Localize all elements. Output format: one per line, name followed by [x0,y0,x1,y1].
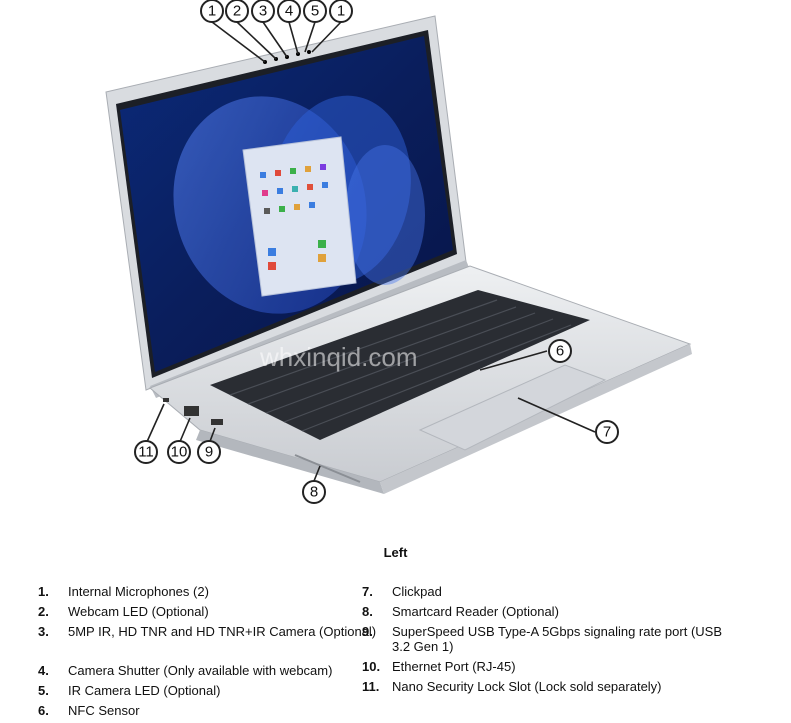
legend-number: 1. [38,584,49,599]
callout-5: 5 [303,0,327,23]
laptop-base [149,265,692,494]
svg-text:4: 4 [285,3,293,20]
svg-text:9: 9 [205,444,213,461]
callout-9: 9 [197,440,221,464]
legend-number: 3. [38,624,49,639]
legend-text: Internal Microphones (2) [68,584,209,599]
legend-item: 5. IR Camera LED (Optional) [38,683,418,698]
legend-text: Clickpad [392,584,442,599]
legend-item: 2. Webcam LED (Optional) [38,604,418,619]
legend-item: 11. Nano Security Lock Slot (Lock sold se… [362,679,742,694]
svg-text:8: 8 [310,484,318,501]
svg-text:6: 6 [556,343,564,360]
callout-8: 8 [302,480,326,504]
legend-text: Ethernet Port (RJ-45) [392,659,516,674]
callout-7: 7 [595,420,619,444]
legend-text: Webcam LED (Optional) [68,604,209,619]
start-menu-icons [260,164,328,270]
legend-item: 6. NFC Sensor [38,703,418,718]
legend-number: 6. [38,703,49,718]
callout-1a: 1 [200,0,224,23]
callout-10: 10 [167,440,191,464]
legend-item: 9. SuperSpeed USB Type-A 5Gbps signaling … [362,624,742,654]
watermark: whxinqid.com [259,342,418,372]
laptop-diagram: whxinqid.com 1 2 3 4 5 1 6 7 8 9 10 11 [105,0,692,504]
legend-left: 1. Internal Microphones (2) 2. Webcam LED … [38,584,418,723]
leader-lines [145,21,596,482]
svg-text:1: 1 [337,3,345,20]
legend-text: 5MP IR, HD TNR and HD TNR+IR Camera (Opt… [68,624,377,639]
svg-text:2: 2 [233,3,241,20]
legend-item: 8. Smartcard Reader (Optional) [362,604,742,619]
svg-text:3: 3 [259,3,267,20]
legend-text: SuperSpeed USB Type-A 5Gbps signaling ra… [392,624,723,654]
legend-number: 2. [38,604,49,619]
legend-right: 7. Clickpad 8. Smartcard Reader (Optional)… [362,584,742,699]
ethernet-port [184,406,199,416]
callout-3: 3 [251,0,275,23]
clickpad [418,364,607,451]
usb-port [211,419,223,425]
svg-text:7: 7 [603,424,611,441]
legend-item: 1. Internal Microphones (2) [38,584,418,599]
legend-item: 4. Camera Shutter (Only available with we… [38,663,418,678]
legend-item: 7. Clickpad [362,584,742,599]
smartcard-slot [294,454,361,483]
legend-number: 8. [362,604,373,619]
legend-item: 10. Ethernet Port (RJ-45) [362,659,742,674]
view-caption: Left [383,545,408,560]
svg-text:11: 11 [138,444,154,461]
legend-number: 5. [38,683,49,698]
laptop-lid [105,15,470,398]
svg-text:1: 1 [208,3,216,20]
legend-number: 7. [362,584,373,599]
legend-number: 4. [38,663,49,678]
legend-number: 11. [362,679,380,694]
legend-text: Smartcard Reader (Optional) [392,604,559,619]
legend-text: Camera Shutter (Only available with webc… [68,663,333,678]
legend-text: Nano Security Lock Slot (Lock sold separ… [392,679,662,694]
legend-number: 10. [362,659,381,674]
legend-number: 9. [362,624,373,639]
lock-slot [163,398,169,402]
svg-text:10: 10 [171,444,188,461]
callout-2: 2 [225,0,249,23]
callout-1b: 1 [329,0,353,23]
callout-4: 4 [277,0,301,23]
start-menu [242,136,357,297]
legend-text: NFC Sensor [68,703,140,718]
legend-text: IR Camera LED (Optional) [68,683,221,698]
callout-6: 6 [548,339,572,363]
callout-11: 11 [134,440,158,464]
svg-text:5: 5 [311,3,319,20]
legend-item: 3. 5MP IR, HD TNR and HD TNR+IR Camera (O… [38,624,418,639]
